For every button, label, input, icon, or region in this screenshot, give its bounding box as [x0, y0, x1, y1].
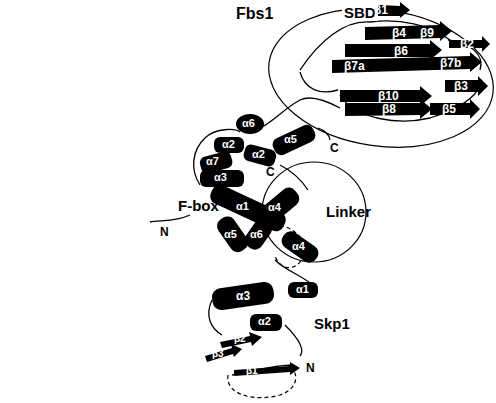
structure-element-label: α7	[206, 156, 219, 167]
structure-element-label: α5	[284, 134, 297, 145]
part-label: N	[160, 226, 169, 238]
part-label: C	[266, 166, 275, 178]
domain-region-ellipse: SBD	[268, 10, 494, 146]
structure-element-label: β7a	[344, 60, 365, 72]
structure-element-label: β8	[382, 103, 396, 115]
part-label: F-box	[178, 198, 219, 213]
part-label: Skp1	[314, 316, 350, 331]
structure-element-label: β2	[460, 38, 474, 50]
structure-element-label: α5	[224, 229, 237, 240]
structure-element-label: β1	[246, 366, 258, 376]
structure-element-label: β9	[420, 27, 434, 39]
structure-element-label: α2	[252, 149, 265, 160]
structure-element-label: β3	[454, 80, 468, 92]
part-label: C	[330, 142, 339, 154]
structure-element-label: β5	[442, 103, 456, 115]
structure-element-label: α1	[296, 284, 309, 295]
part-label: N	[306, 362, 315, 374]
part-label: Fbs1	[236, 6, 273, 22]
structure-element-label: β6	[394, 45, 408, 57]
region-outline	[268, 10, 494, 146]
structure-element-label: α6	[242, 118, 255, 129]
structure-element-label: β1	[374, 4, 388, 16]
structure-element-label: α1	[236, 201, 249, 212]
region-outline-shape	[260, 0, 496, 161]
structure-element-label: α2	[258, 316, 271, 327]
structure-element-label: β7b	[440, 57, 461, 69]
structure-element-label: α3	[236, 290, 250, 302]
structure-element-label: α6	[250, 229, 263, 240]
structure-element-label: α3	[214, 172, 227, 183]
region-label: SBD	[342, 4, 378, 21]
structure-element-label: α4	[292, 241, 305, 252]
structure-element-label: β3	[212, 349, 224, 359]
structure-element-label: α2	[222, 139, 235, 150]
structure-element-label: α4	[268, 202, 281, 213]
structure-element-label: β2	[234, 334, 246, 344]
structure-element-label: β10	[378, 90, 399, 102]
structure-element-label: β4	[392, 27, 406, 39]
region-label: Linker	[324, 203, 373, 220]
